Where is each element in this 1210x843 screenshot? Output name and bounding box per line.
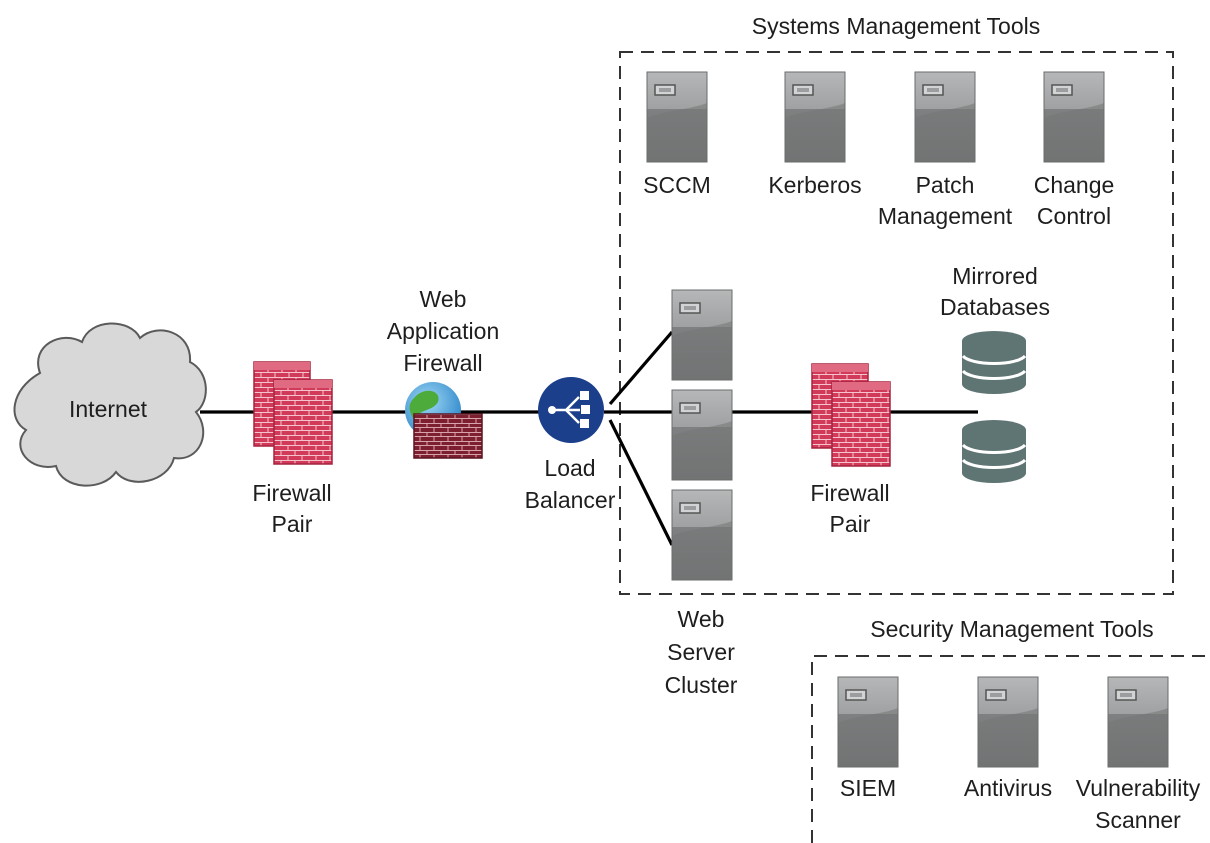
mirrored-databases-label-line-2: Databases	[940, 294, 1050, 320]
internet-node: Internet	[13, 322, 207, 487]
load-balancer-label-line-1: Load	[544, 455, 595, 481]
web-server-cluster-label-line-3: Cluster	[665, 672, 738, 698]
mirrored-databases-label-line-1: Mirrored	[952, 263, 1038, 289]
patch-management-server: Patch Management	[878, 71, 1013, 229]
antivirus-server: Antivirus	[964, 676, 1052, 801]
change-control-server: Change Control	[1034, 71, 1115, 229]
web-server-cluster-label-line-1: Web	[678, 606, 725, 632]
firewall-icon	[811, 363, 891, 467]
firewall-pair-inner: Firewall Pair	[810, 363, 891, 537]
waf-label-line-2: Application	[387, 318, 500, 344]
server-icon	[837, 676, 899, 768]
sccm-label: SCCM	[643, 172, 711, 198]
server-icon	[784, 71, 846, 163]
server-icon	[671, 389, 733, 481]
patch-management-label-line-2: Management	[878, 203, 1013, 229]
firewall-pair-inner-label-line-2: Pair	[830, 511, 871, 537]
firewall-pair-outer-label-line-2: Pair	[272, 511, 313, 537]
vulnerability-scanner-label-line-2: Scanner	[1095, 807, 1181, 833]
kerberos-label: Kerberos	[768, 172, 861, 198]
server-icon	[1107, 676, 1169, 768]
server-icon	[977, 676, 1039, 768]
load-balancer-label-line-2: Balancer	[525, 487, 616, 513]
vulnerability-scanner-label-line-1: Vulnerability	[1076, 775, 1201, 801]
mirrored-databases-node: Mirrored Databases	[940, 263, 1050, 485]
antivirus-label: Antivirus	[964, 775, 1052, 801]
server-icon	[646, 71, 708, 163]
kerberos-server: Kerberos	[768, 71, 862, 198]
firewall-pair-outer: Firewall Pair	[252, 361, 333, 537]
database-icon	[960, 329, 1028, 396]
web-server-cluster-label-line-2: Server	[667, 639, 735, 665]
server-icon	[671, 489, 733, 581]
brick-wall-icon	[413, 413, 483, 459]
link-load-balancer-to-web-server-1	[608, 330, 674, 406]
security-management-group-box	[811, 655, 1210, 843]
web-server-cluster: Web Server Cluster	[665, 289, 738, 698]
server-icon	[671, 289, 733, 381]
security-management-title: Security Management Tools	[870, 616, 1153, 642]
siem-label: SIEM	[840, 775, 896, 801]
database-icon	[960, 418, 1028, 485]
waf-node: Web Application Firewall	[387, 286, 500, 459]
load-balancer-node: Load Balancer	[525, 377, 616, 513]
firewall-pair-inner-label-line-1: Firewall	[810, 480, 889, 506]
link-load-balancer-to-web-server-3	[608, 419, 674, 546]
firewall-icon	[253, 361, 333, 465]
systems-management-title: Systems Management Tools	[752, 13, 1041, 39]
server-icon	[914, 71, 976, 163]
change-control-label-line-2: Control	[1037, 203, 1111, 229]
systems-management-group-box	[619, 51, 1174, 595]
patch-management-label-line-1: Patch	[916, 172, 975, 198]
siem-server: SIEM	[837, 676, 899, 801]
load-balancer-icon	[538, 377, 604, 443]
cloud-icon	[13, 322, 207, 487]
firewall-pair-outer-label-line-1: Firewall	[252, 480, 331, 506]
internet-label: Internet	[69, 396, 148, 422]
vulnerability-scanner-server: Vulnerability Scanner	[1076, 676, 1201, 833]
server-icon	[1043, 71, 1105, 163]
waf-label-line-1: Web	[420, 286, 467, 312]
change-control-label-line-1: Change	[1034, 172, 1115, 198]
waf-label-line-3: Firewall	[403, 350, 482, 376]
sccm-server: SCCM	[643, 71, 711, 198]
